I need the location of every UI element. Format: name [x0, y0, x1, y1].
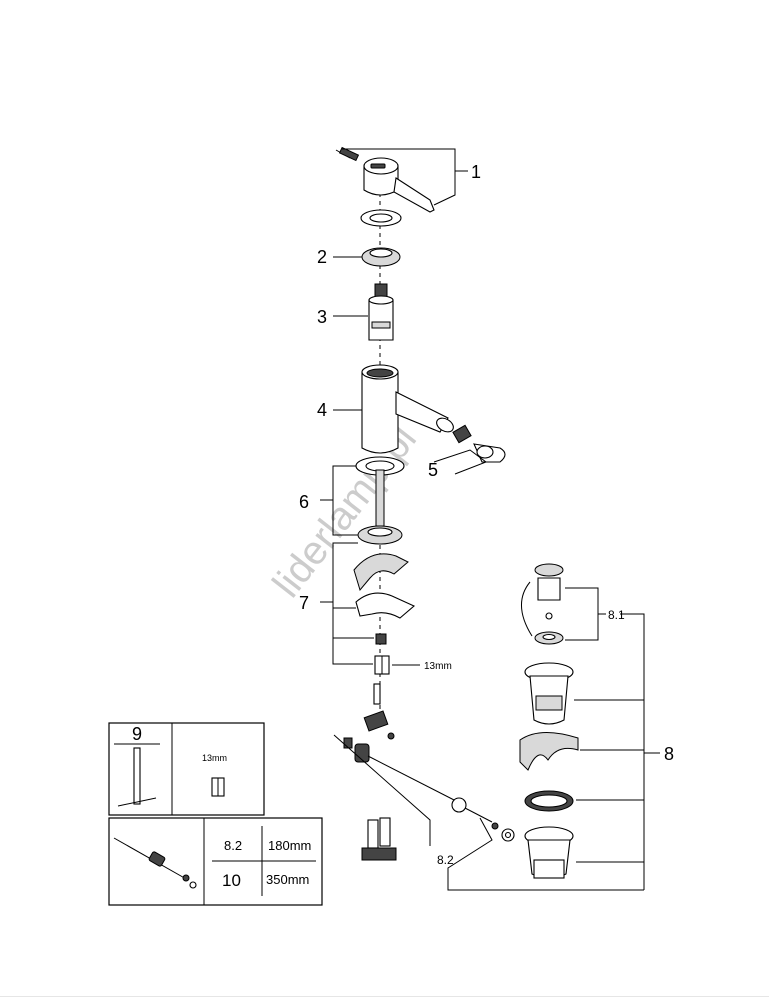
leader-1a	[342, 148, 456, 206]
inset-rod-table: 8.2 180mm 10 350mm	[108, 817, 323, 906]
part-8-2-popup-rod	[343, 683, 515, 861]
watermark-text: liderlamp.pl	[264, 417, 425, 605]
leader-8-1a	[565, 587, 599, 641]
callout-3: 3	[317, 307, 327, 327]
inset-tool-label: 9	[132, 724, 142, 744]
part-1-lever-handle	[335, 146, 435, 213]
hex-nut-icon	[211, 777, 225, 797]
leader-7	[332, 542, 373, 665]
part-8-waste-body	[519, 662, 579, 879]
table-row-1-length: 180mm	[268, 838, 311, 853]
tool-key-icon	[117, 747, 157, 807]
leader-8-main	[620, 613, 645, 890]
part-5-aerator	[452, 424, 506, 463]
callout-8-1: 8.1	[608, 608, 625, 622]
leader-8-2b	[447, 817, 644, 891]
callout-4: 4	[317, 400, 327, 420]
inset-tool-box: 9 13mm	[108, 722, 265, 816]
part-7-fixing-set	[353, 553, 416, 675]
table-row-2-code: 10	[222, 871, 241, 890]
callout-8: 8	[664, 744, 674, 764]
part-3-cartridge	[368, 283, 394, 341]
callout-2: 2	[317, 247, 327, 267]
part-4-faucet-body	[355, 364, 454, 454]
callout-6: 6	[299, 492, 309, 512]
part-8-1-plug	[521, 563, 564, 645]
callout-8-2: 8.2	[437, 853, 454, 867]
leader-5	[433, 449, 488, 475]
callout-5: 5	[428, 460, 438, 480]
table-row-1-code: 8.2	[224, 838, 242, 853]
part-6-mounting-set	[355, 456, 405, 545]
callout-7: 7	[299, 593, 309, 613]
rod-set-icon	[113, 837, 197, 889]
handle-ring	[360, 209, 402, 227]
inset-13mm-label: 13mm	[202, 753, 227, 763]
callout-1: 1	[471, 162, 481, 182]
nut-size-label: 13mm	[424, 661, 452, 672]
table-row-2-length: 350mm	[266, 872, 309, 887]
leader-8-2a	[333, 734, 431, 846]
page-bottom-rule	[0, 996, 769, 997]
part-2-cap-ring	[361, 247, 401, 267]
